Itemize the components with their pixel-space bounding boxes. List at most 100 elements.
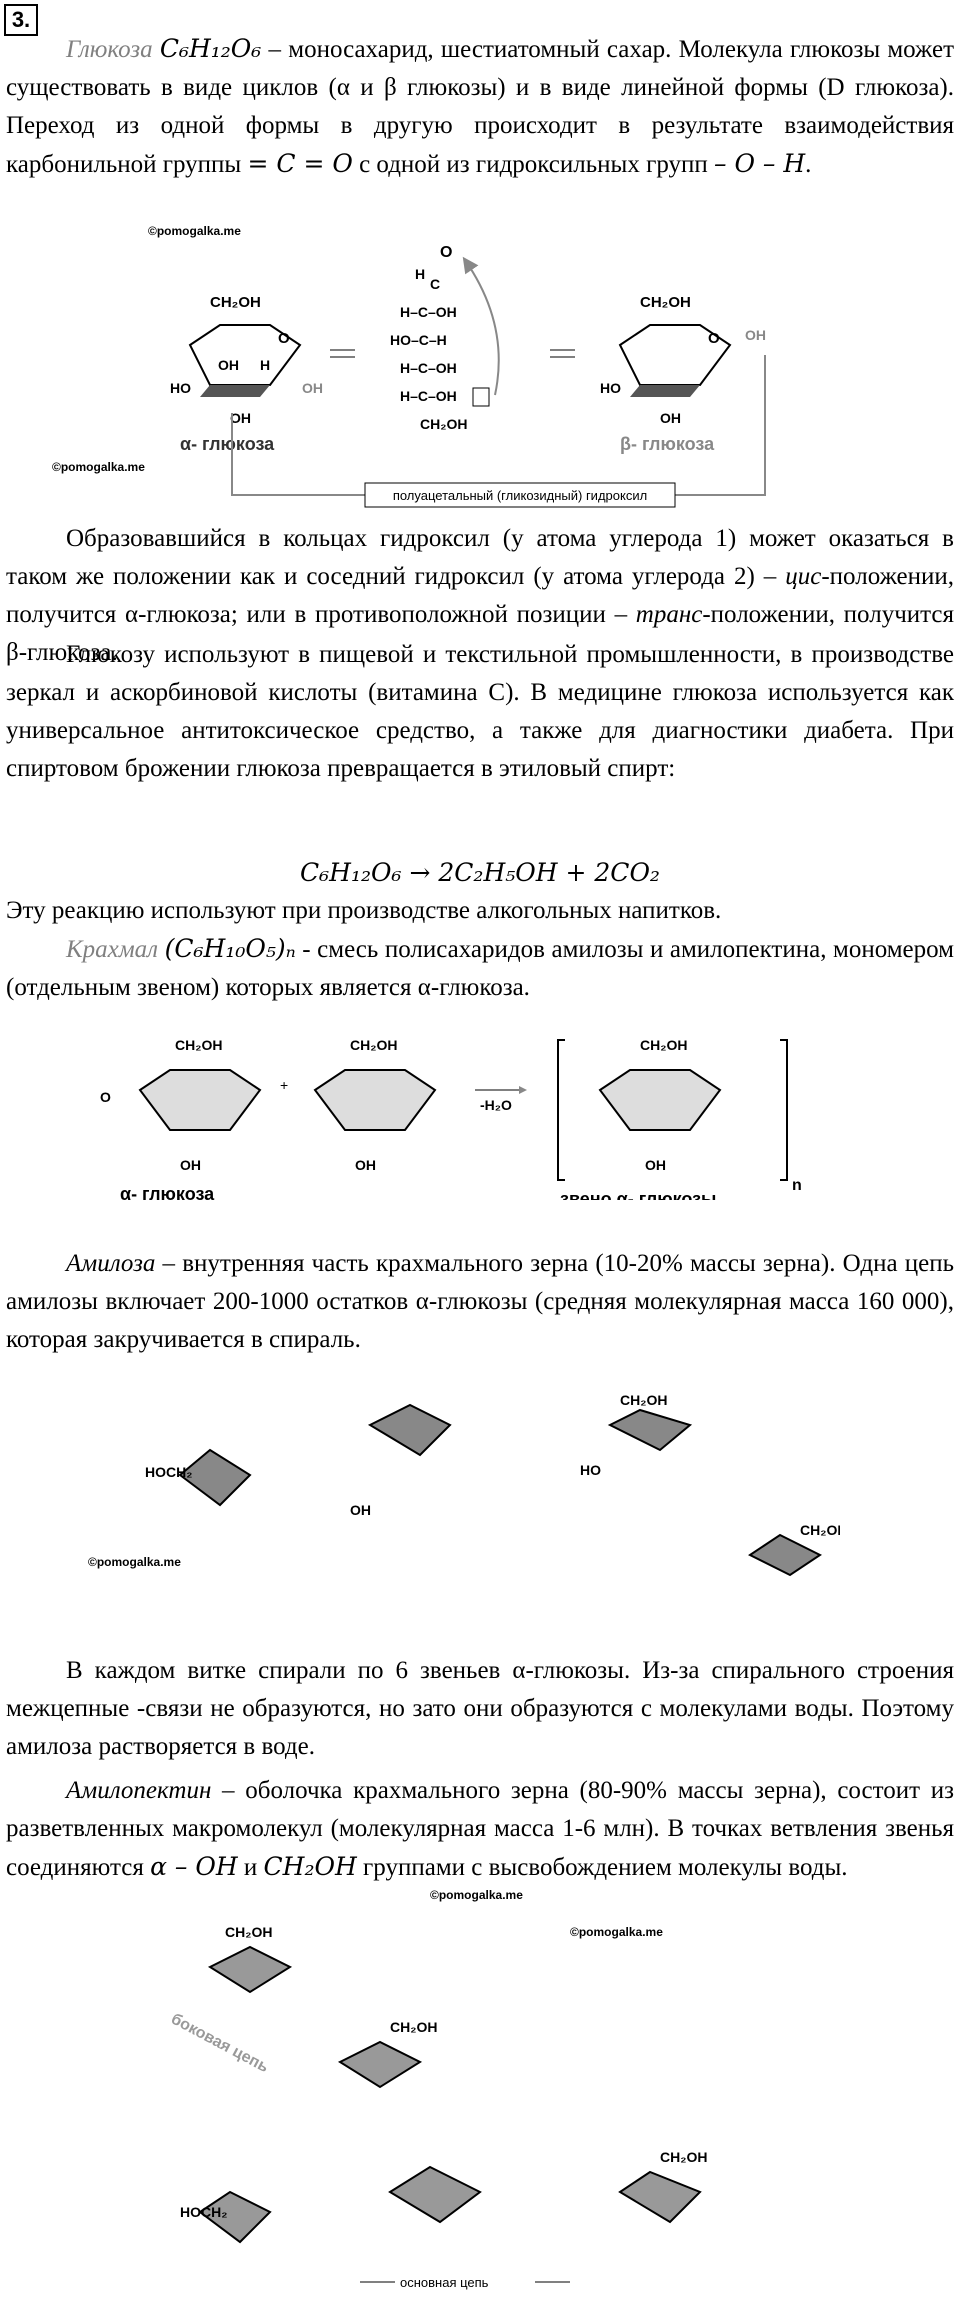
alpha-glucose-label: α- глюкоза [180,434,275,454]
glucose-formula: C₆H₁₂O₆ [159,34,262,63]
n-subscript: n [792,1177,802,1194]
glucose-term: Глюкоза [66,36,153,63]
ch2oh-label: CH₂OH [620,1392,667,1408]
water-label: -H₂O [480,1097,512,1113]
glucose-forms-figure: CH₂OH O OH H HO OH OH α- глюкоза O H C H… [170,245,766,508]
glucose-unit-2: CH₂OH OH [313,1037,437,1173]
alpha-oh-group: α – OH [150,1852,238,1881]
starch-term: Крахмал [66,936,159,963]
chain-c4: H–C–OH [400,360,457,376]
spiral-text: В каждом витке спирали по 6 звеньев α-гл… [6,1657,954,1760]
amylose-paragraph: Амилоза – внутренняя часть крахмального … [6,1245,954,1359]
fermentation-equation: C₆H₁₂O₆ → 2C₂H₅OH + 2CO₂ [300,858,660,887]
task-number: 3. [4,4,38,36]
amylopectin-text-3: группами с высвобождением молекулы воды. [356,1854,848,1881]
ch2oh-label: CH₂OH [660,2149,707,2165]
isomer-text-3: -положении, получится β-глюкоза. [6,601,954,666]
amylose-text: – внутренняя часть крахмального зерна (1… [6,1250,954,1353]
chain-c6: CH₂OH [420,416,467,432]
equilibrium-arrows-right [550,349,575,358]
usage-paragraph: Глюкозу используют в пищевой и текстильн… [6,636,954,788]
ho-label: HO [170,380,191,396]
ch2oh-label: CH₂OH [350,1037,397,1053]
glucose-text: – моносахарид, шестиатомный сахар. Молек… [6,36,955,178]
oh-label: OH [660,410,681,426]
glucose-paragraph: Глюкоза C₆H₁₂O₆ – моносахарид, шестиатом… [6,30,954,184]
watermark: ©pomogalka.me [88,1555,181,1569]
hoch2-label: HOCH₂ [145,1464,192,1480]
isomer-paragraph: Образовавшийся в кольцах гидроксил (у ат… [6,520,954,672]
hydroxyl-caption: полуацетальный (гликозидный) гидроксил [393,488,647,503]
ch2oh-label: CH₂OH [175,1037,222,1053]
ring-oxygen: O [708,330,720,347]
starch-paragraph: Крахмал (C₆H₁₀O₅)ₙ - смесь полисахаридов… [6,930,954,1007]
usage-note: Эту реакцию используют при производстве … [6,892,954,930]
beta-glucose-ring: CH₂OH O OH HO OH β- глюкоза [600,294,766,454]
amylopectin-figure: CH₂OH CH₂OH CH₂OH HOCH₂ боковая цепь осн… [168,1924,707,2290]
isomer-text-2: -положении, получится α-глюкоза; или в п… [6,563,954,628]
hoch2-label: HOCH₂ [180,2204,227,2220]
watermark: ©pomogalka.me [430,1888,523,1902]
starch-formula: (C₆H₁₀O₅)ₙ [164,934,296,963]
glucose-unit-polymer: CH₂OH OH n звено α- глюкозы [557,1037,802,1200]
plus-sign: + [280,1077,288,1093]
main-chain-label: основная цепь [400,2275,489,2290]
h-label: H [260,357,270,373]
cis-term: цис [785,563,822,590]
alpha-glucose-ring: CH₂OH O OH H HO OH OH α- глюкоза [170,294,323,454]
starch-formation-figure: CH₂OH O OH α- глюкоза + CH₂OH OH -H₂O CH… [100,1037,802,1200]
side-chain-label: боковая цепь [168,2011,271,2077]
ch2oh-label: CH₂OH [640,1037,687,1053]
ch2oh-label: CH₂OH [225,1924,272,1940]
amylopectin-paragraph: Амилопектин – оболочка крахмального зерн… [6,1772,954,1887]
ho-label: HO [600,380,621,396]
watermark: ©pomogalka.me [570,1925,663,1939]
oh-label: OH [350,1502,371,1518]
unit-label: звено α- глюкозы [560,1189,716,1200]
equilibrium-arrows-left [330,349,355,358]
chain-c3: HO–C–H [390,332,447,348]
alpha-glucose-label: α- глюкоза [120,1184,215,1200]
carbonyl-oxygen: O [440,245,452,261]
ch2oh-label: CH₂OH [210,294,261,311]
usage-note-text: Эту реакцию используют при производстве … [6,897,722,924]
oh-label: OH [230,410,251,426]
ch2oh-group: CH₂OH [263,1852,357,1881]
h-label: H [415,266,425,282]
oh-label: OH [180,1157,201,1173]
anomeric-oh-label: OH [302,380,323,396]
glucose-text-2: с одной из гидроксильных групп [352,151,715,178]
ch2oh-label: CH₂OH [800,1522,840,1538]
c1-label: C [430,276,440,292]
hydroxyl-group: – O – H [714,149,806,178]
chain-c2: H–C–OH [400,304,457,320]
carbonyl-group: = C = O [247,149,353,178]
glucose-unit-1: CH₂OH O OH α- глюкоза [100,1037,262,1200]
watermark: ©pomogalka.me [148,224,241,238]
oh-label: OH [218,357,239,373]
ch2oh-label: CH₂OH [390,2019,437,2035]
ho-label: HO [580,1462,601,1478]
glucose-text-3: . [805,151,812,178]
ring-oxygen: O [278,330,290,347]
oh-label: OH [645,1157,666,1173]
ch2oh-label: CH₂OH [640,294,691,311]
anomeric-oh-label: OH [745,327,766,343]
spiral-paragraph: В каждом витке спирали по 6 звеньев α-гл… [6,1652,954,1766]
usage-text: Глюкозу используют в пищевой и текстильн… [6,641,954,782]
trans-term: транс [635,601,703,628]
amylopectin-text: – оболочка крахмального зерна (80-90% ма… [6,1777,954,1881]
oh-label: OH [355,1157,376,1173]
beta-glucose-label: β- глюкоза [620,434,715,454]
amylopectin-term: Амилопектин [66,1777,212,1804]
h-label: O [100,1089,111,1105]
linear-glucose: O H C H–C–OH HO–C–H H–C–OH H–C–OH CH₂OH [390,245,500,432]
isomer-text: Образовавшийся в кольцах гидроксил (у ат… [6,525,954,590]
amylose-chain-figure: HOCH₂ CH₂OH CH₂OH OH HO [145,1392,840,1577]
starch-text: - смесь полисахаридов амилозы и амилопек… [6,936,954,1001]
amylose-term: Амилоза [66,1250,156,1277]
amylopectin-text-2: и [237,1854,264,1881]
watermark: ©pomogalka.me [52,460,145,474]
chain-c5: H–C–OH [400,388,457,404]
